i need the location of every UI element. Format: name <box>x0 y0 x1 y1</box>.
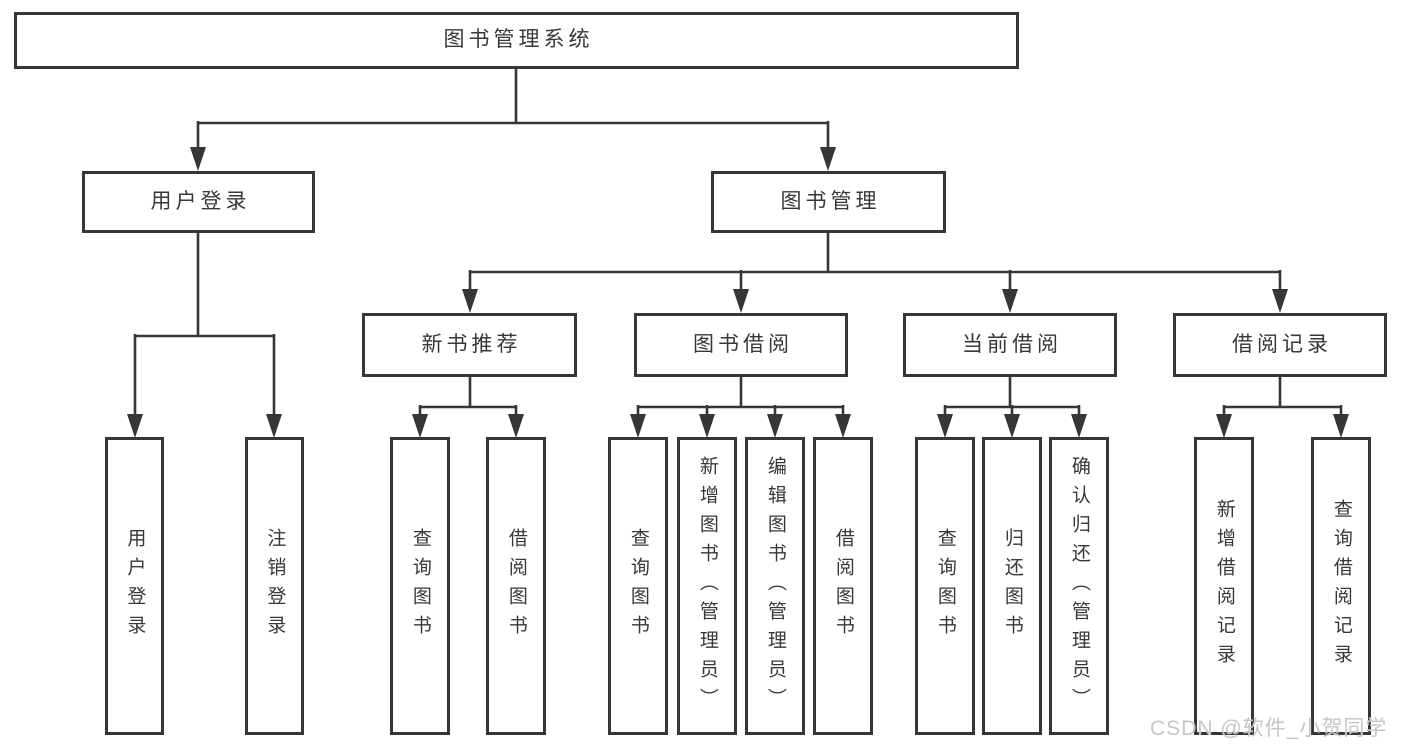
arrow-down-icon <box>767 414 783 438</box>
arrow-down-icon <box>699 414 715 438</box>
node-book-borrowing: 图书借阅 <box>634 313 848 377</box>
node-leaf-user-login: 用户登录 <box>105 437 164 735</box>
node-leaf-current-confirm-return-admin: 确认归还（管理员） <box>1049 437 1109 735</box>
node-leaf-logout: 注销登录 <box>245 437 304 735</box>
arrow-down-icon <box>190 147 206 171</box>
node-leaf-current-return-books: 归还图书 <box>982 437 1042 735</box>
watermark: CSDN @软件_小贺同学 <box>1150 717 1388 740</box>
node-user-login: 用户登录 <box>82 171 315 233</box>
node-current-borrowing: 当前借阅 <box>903 313 1117 377</box>
arrow-down-icon <box>412 414 428 438</box>
arrow-down-icon <box>127 414 143 438</box>
arrow-down-icon <box>1333 414 1349 438</box>
node-leaf-current-query-books: 查询图书 <box>915 437 975 735</box>
arrow-down-icon <box>733 289 749 313</box>
arrow-down-icon <box>1272 289 1288 313</box>
node-leaf-records-query-record: 查询借阅记录 <box>1311 437 1371 735</box>
arrow-down-icon <box>508 414 524 438</box>
arrow-down-icon <box>266 414 282 438</box>
arrow-down-icon <box>630 414 646 438</box>
node-book-management: 图书管理 <box>711 171 946 233</box>
node-leaf-borrowing-borrow-books: 借阅图书 <box>813 437 873 735</box>
arrow-down-icon <box>1071 414 1087 438</box>
node-leaf-recommend-query-books: 查询图书 <box>390 437 450 735</box>
node-leaf-records-add-record: 新增借阅记录 <box>1194 437 1254 735</box>
node-leaf-borrowing-edit-books-admin: 编辑图书（管理员） <box>745 437 805 735</box>
node-leaf-borrowing-add-books-admin: 新增图书（管理员） <box>677 437 737 735</box>
arrow-down-icon <box>937 414 953 438</box>
arrow-down-icon <box>835 414 851 438</box>
node-leaf-recommend-borrow-books: 借阅图书 <box>486 437 546 735</box>
connector-line <box>133 68 1343 417</box>
node-library-management-system: 图书管理系统 <box>14 12 1019 69</box>
arrow-down-icon <box>1002 289 1018 313</box>
node-new-book-recommend: 新书推荐 <box>362 313 577 377</box>
node-borrowing-records: 借阅记录 <box>1173 313 1387 377</box>
arrow-down-icon <box>462 289 478 313</box>
arrow-down-icon <box>820 147 836 171</box>
arrow-down-icon <box>1004 414 1020 438</box>
arrow-down-icon <box>1216 414 1232 438</box>
node-leaf-borrowing-query-books: 查询图书 <box>608 437 668 735</box>
